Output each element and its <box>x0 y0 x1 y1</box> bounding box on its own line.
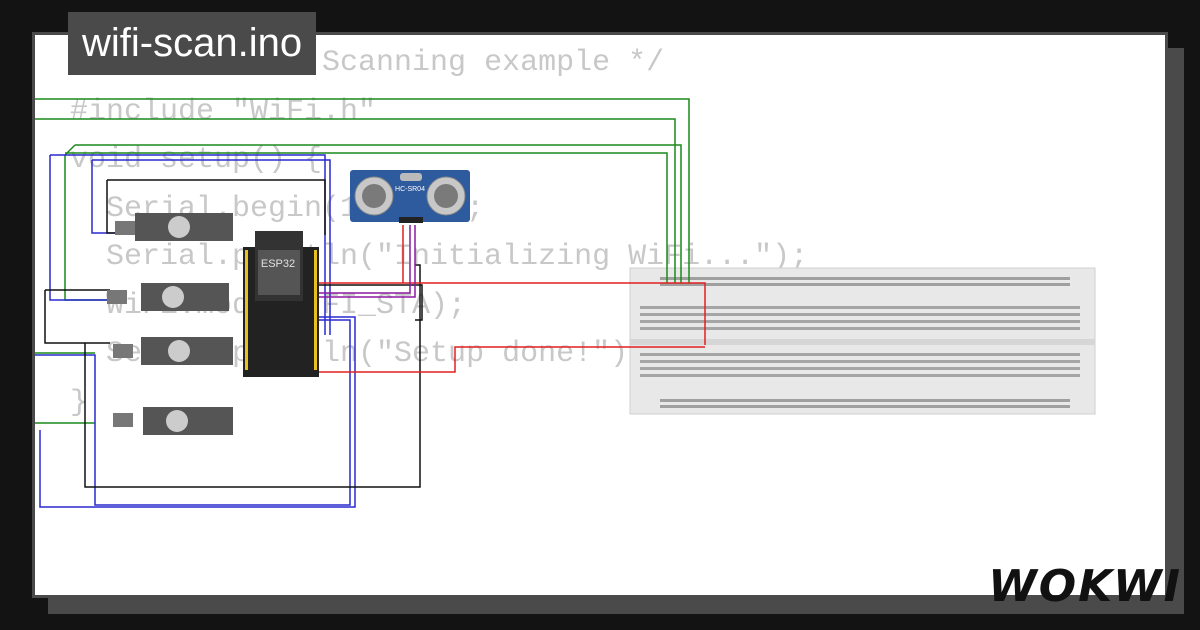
breadboard <box>629 267 1096 415</box>
wire-blue <box>92 159 331 335</box>
wire-blue <box>49 155 110 301</box>
ultrasonic-sensor: HC-SR04 <box>350 170 470 223</box>
wokwi-logo: WOKWI <box>988 561 1182 612</box>
wire-green <box>64 155 110 301</box>
wires <box>35 98 706 508</box>
wire-black <box>44 290 110 344</box>
wire-purple <box>315 225 416 298</box>
wire-black <box>84 264 421 488</box>
wire-green <box>35 118 676 283</box>
mcu-label: ESP32 <box>261 258 295 270</box>
code-line: Serial.println("Initializing WiFi..."); <box>70 240 809 274</box>
servo <box>107 283 229 311</box>
servo <box>113 407 233 435</box>
wire-blue <box>50 154 326 335</box>
code-line: #include "WiFi.h" <box>70 94 377 129</box>
preview-card: /* ESP32 WiFi Scanning example */#includ… <box>32 32 1168 598</box>
servo <box>113 337 233 365</box>
servo <box>115 213 233 241</box>
wire-blue <box>39 316 356 508</box>
wire-green <box>65 152 668 283</box>
servo-motors <box>107 213 233 435</box>
wire-purple <box>315 225 411 294</box>
circuit-diagram: HC-SR04 ESP32 <box>35 98 1096 508</box>
wire-black <box>107 179 326 235</box>
wire-green <box>75 144 682 283</box>
sensor-label: HC-SR04 <box>395 186 425 193</box>
wire-red <box>315 282 706 345</box>
wire-red <box>315 346 705 373</box>
esp32-board: ESP32 <box>243 231 319 377</box>
wire-black <box>315 284 423 321</box>
project-title: wifi-scan.ino <box>68 12 317 75</box>
wire-green <box>35 98 690 283</box>
code-line: } <box>70 385 89 420</box>
